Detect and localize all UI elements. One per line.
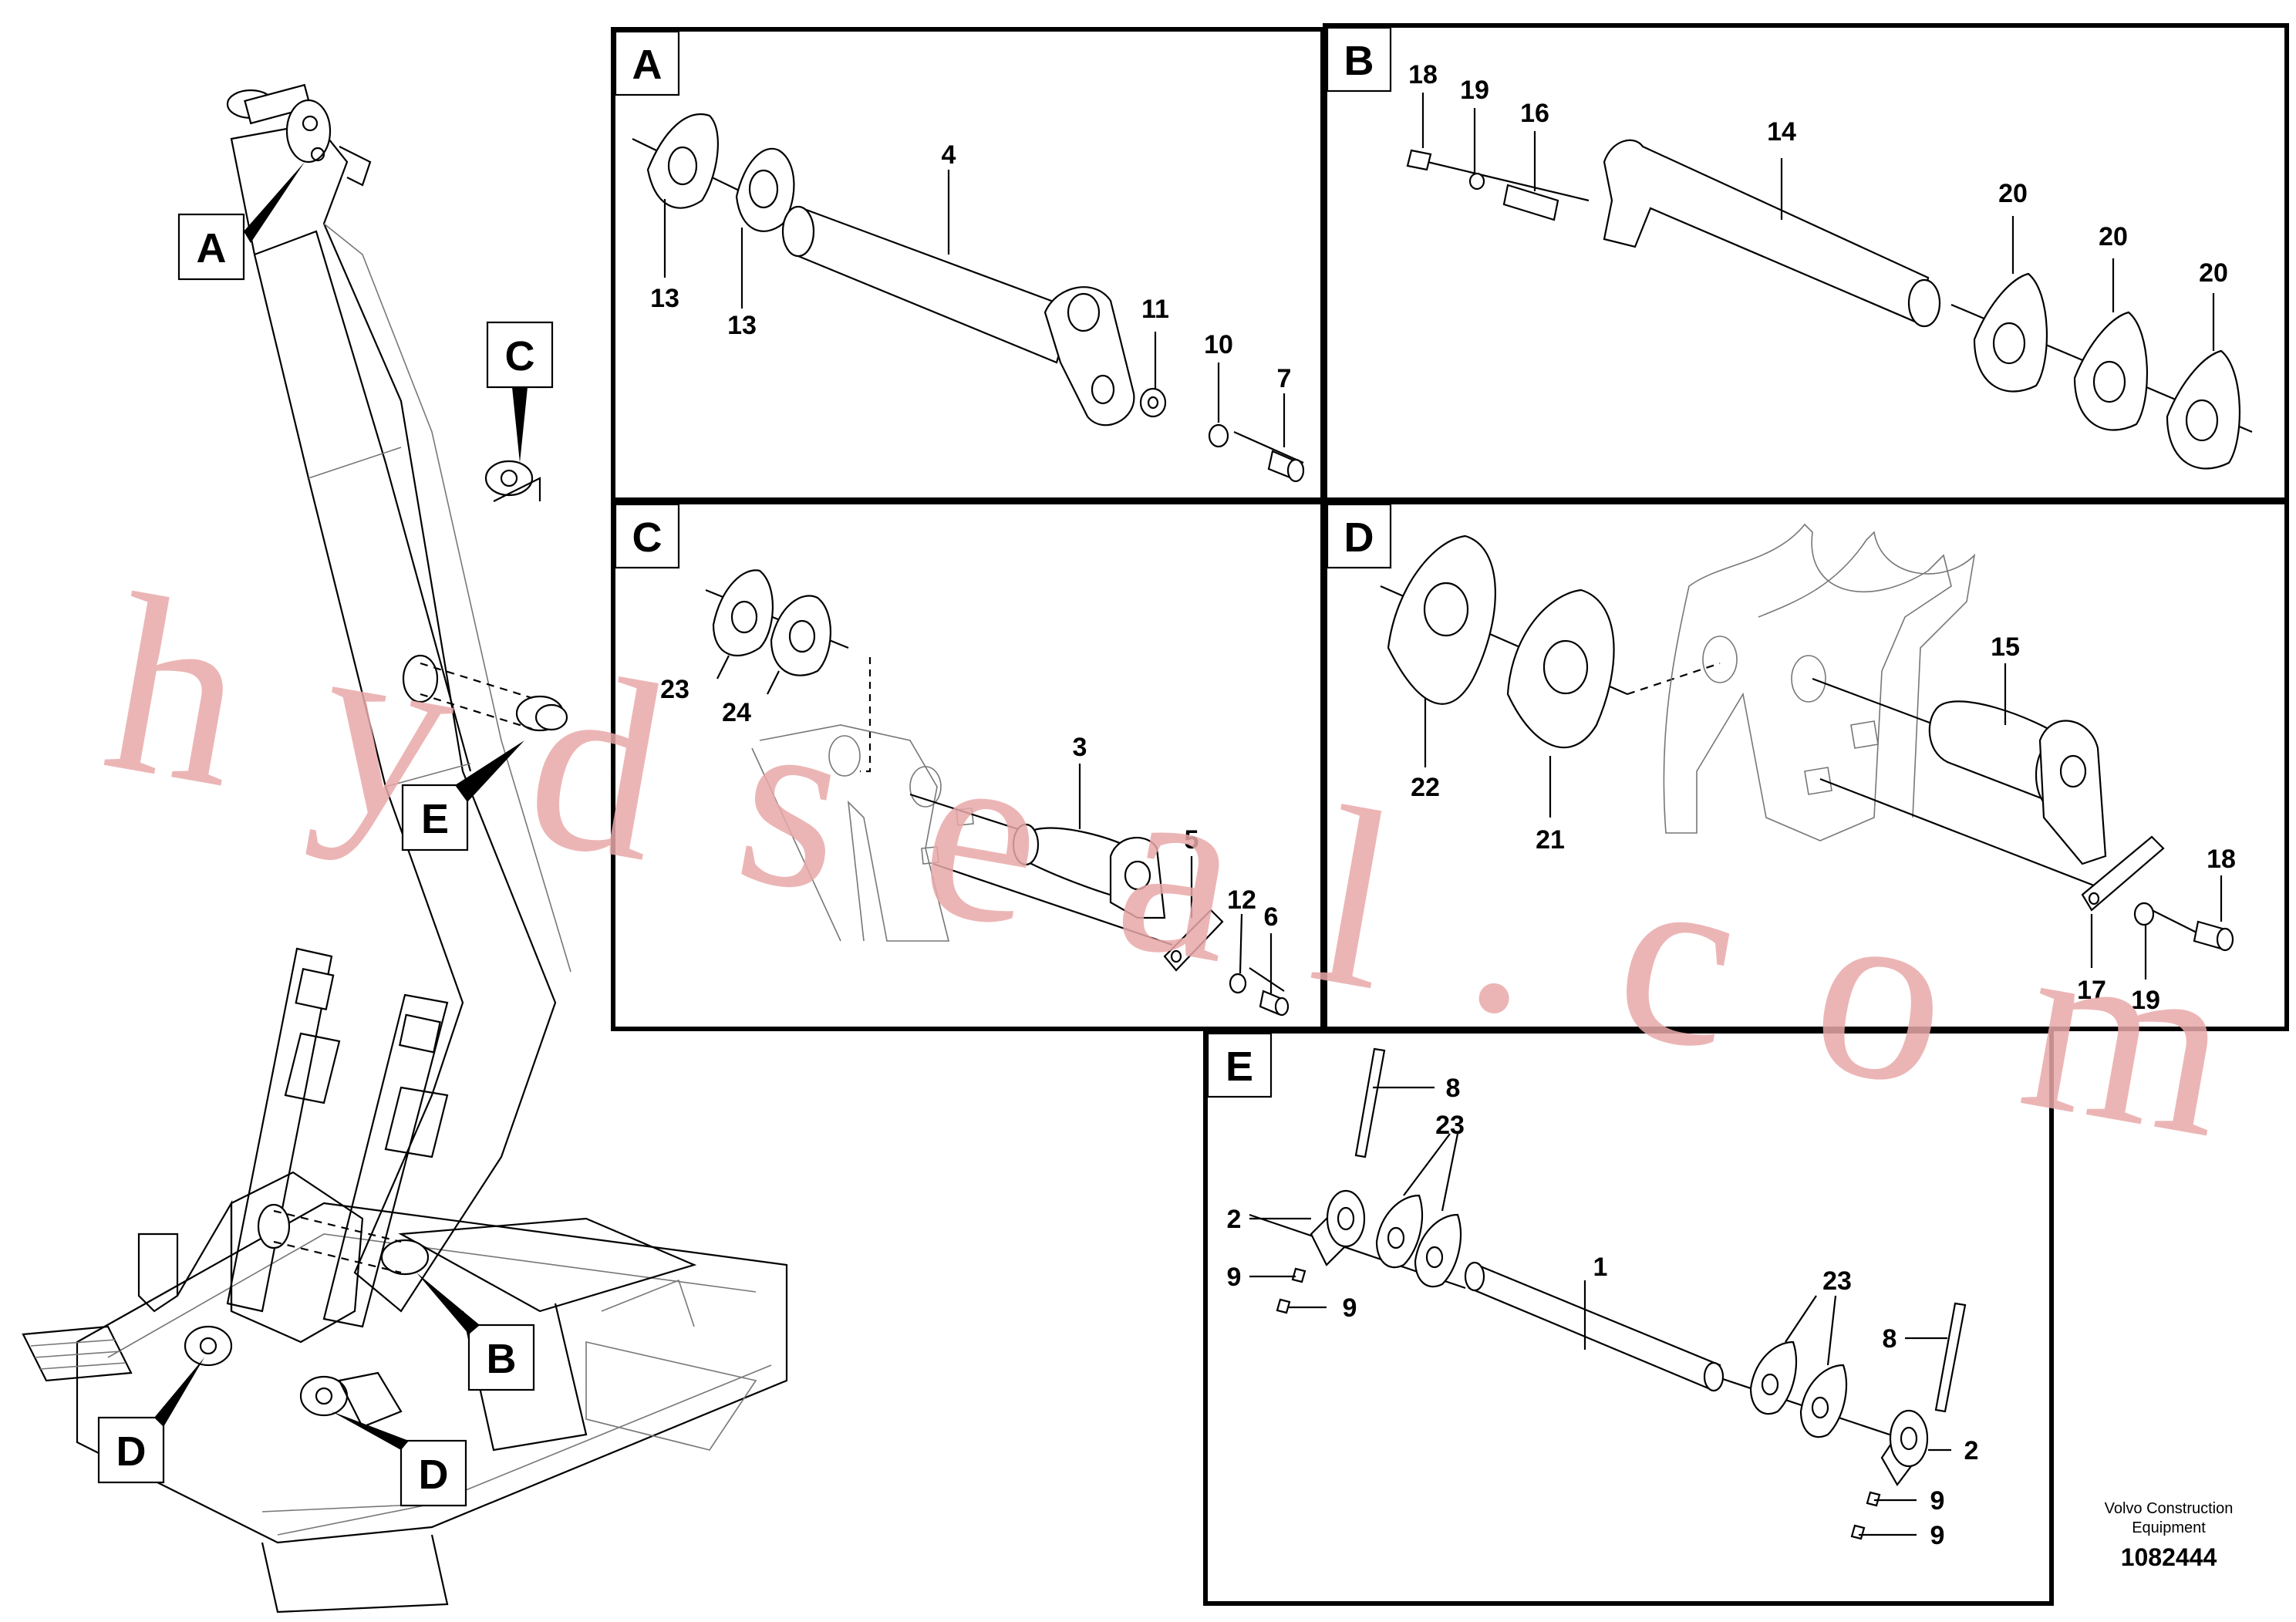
svg-text:7: 7 — [1277, 364, 1292, 393]
callout-B[interactable]: B — [416, 1273, 535, 1391]
svg-text:E: E — [1226, 1044, 1253, 1090]
svg-text:9: 9 — [1343, 1293, 1357, 1323]
callout-A[interactable]: A — [177, 162, 305, 281]
svg-text:13: 13 — [650, 284, 679, 313]
svg-text:1082444: 1082444 — [2121, 1543, 2217, 1571]
svg-text:A: A — [632, 42, 663, 88]
boom-cylinder-left — [226, 947, 341, 1313]
svg-text:22: 22 — [1411, 773, 1440, 802]
svg-text:4: 4 — [942, 140, 956, 170]
svg-text:18: 18 — [1408, 60, 1438, 89]
panel-E: E 8 23 2 9 9 — [1203, 1029, 2054, 1606]
svg-text:9: 9 — [1930, 1521, 1945, 1550]
svg-text:12: 12 — [1227, 885, 1256, 915]
svg-text:23: 23 — [660, 675, 689, 704]
boom-cylinder-right — [322, 993, 449, 1328]
drawing-footer: Volvo Construction Equipment 1082444 — [2105, 1500, 2234, 1571]
svg-text:2: 2 — [1227, 1205, 1242, 1234]
svg-text:E: E — [421, 796, 449, 842]
callout-C[interactable]: C — [486, 321, 554, 463]
svg-text:C: C — [632, 514, 663, 561]
svg-text:6: 6 — [1264, 902, 1279, 932]
svg-text:2: 2 — [1964, 1436, 1979, 1465]
svg-text:15: 15 — [1991, 632, 2020, 662]
boom-overview: A C E B D D — [22, 83, 788, 1614]
svg-text:8: 8 — [1446, 1074, 1461, 1103]
svg-text:C: C — [505, 333, 535, 379]
svg-text:5: 5 — [1185, 825, 1199, 855]
svg-text:D: D — [1344, 514, 1374, 561]
callout-E[interactable]: E — [401, 740, 524, 851]
svg-text:23: 23 — [1822, 1266, 1852, 1296]
svg-text:9: 9 — [1227, 1263, 1242, 1292]
svg-text:17: 17 — [2077, 976, 2106, 1005]
svg-text:16: 16 — [1520, 99, 1549, 128]
svg-text:1: 1 — [1593, 1253, 1608, 1282]
panel-C: C 23 24 3 5 12 6 — [611, 500, 1325, 1031]
svg-text:9: 9 — [1930, 1486, 1945, 1516]
svg-text:24: 24 — [722, 698, 751, 727]
svg-text:Equipment: Equipment — [2132, 1519, 2206, 1536]
svg-text:20: 20 — [1998, 179, 2028, 208]
svg-text:D: D — [116, 1428, 147, 1475]
svg-text:21: 21 — [1536, 825, 1565, 855]
svg-text:11: 11 — [1141, 295, 1169, 324]
svg-text:Volvo Construction: Volvo Construction — [2105, 1500, 2234, 1517]
callout-D-left[interactable]: D — [97, 1357, 204, 1484]
panel-A: A 13 13 4 11 10 7 — [611, 27, 1325, 502]
panel-B: B 18 19 16 14 20 20 20 — [1323, 23, 2289, 502]
svg-text:8: 8 — [1883, 1324, 1897, 1354]
svg-text:A: A — [197, 225, 227, 271]
svg-text:19: 19 — [1460, 76, 1489, 105]
svg-text:19: 19 — [2131, 986, 2160, 1015]
callout-D-right[interactable]: D — [332, 1411, 467, 1507]
svg-text:20: 20 — [2199, 258, 2228, 288]
svg-text:D: D — [419, 1452, 449, 1498]
svg-text:3: 3 — [1073, 733, 1087, 762]
svg-text:10: 10 — [1204, 330, 1233, 359]
watermark: hydseal.com — [89, 541, 2250, 1191]
svg-text:23: 23 — [1435, 1111, 1465, 1140]
svg-text:B: B — [1344, 38, 1374, 84]
svg-text:13: 13 — [727, 311, 757, 340]
svg-text:B: B — [487, 1336, 517, 1382]
svg-text:14: 14 — [1767, 117, 1796, 147]
svg-text:18: 18 — [2207, 845, 2236, 874]
svg-text:20: 20 — [2099, 222, 2128, 251]
